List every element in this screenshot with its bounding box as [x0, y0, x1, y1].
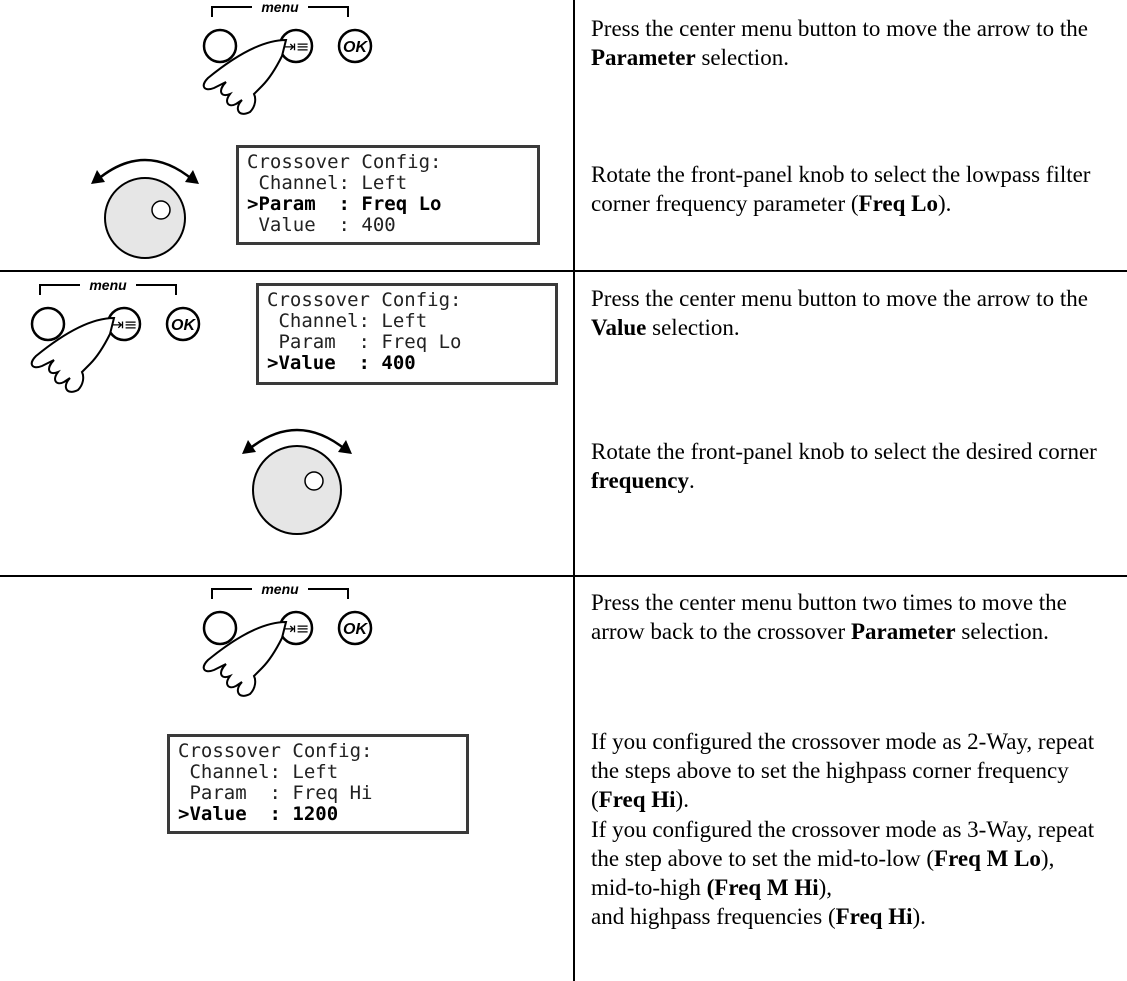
rotary-knob-figure: [242, 428, 352, 535]
column-divider: [573, 0, 575, 981]
instruction-paragraph: Rotate the front-panel knob to select th…: [591, 439, 1097, 493]
instruction-paragraph: If you configured the crossover mode as …: [591, 729, 1095, 812]
svg-text:⇥≡: ⇥≡: [283, 619, 310, 638]
ok-button-icon[interactable]: [165, 306, 201, 342]
menu-label: menu: [261, 582, 299, 597]
menu-buttons-figure: menu ⇥≡ OK: [30, 278, 201, 393]
ok-button-icon[interactable]: [337, 28, 373, 64]
pressing-hand-icon: [202, 38, 288, 115]
lcd-line: Channel: Left: [267, 310, 428, 332]
row-divider-1: [0, 270, 1127, 272]
rotary-knob-figure: [91, 158, 199, 259]
display-button-icon[interactable]: [30, 306, 66, 342]
svg-text:⇥≡: ⇥≡: [111, 315, 138, 334]
lcd-title: Crossover Config:: [247, 151, 442, 173]
menu-buttons-figure: menu ⇥≡ OK: [202, 582, 373, 697]
instruction-paragraph: Rotate the front-panel knob to select th…: [591, 162, 1091, 216]
lcd-line: Param : Freq Lo: [267, 331, 462, 353]
instruction-paragraph: Press the center menu button to move the…: [591, 16, 1088, 70]
ok-label: OK: [343, 621, 368, 638]
instruction-paragraph: If you configured the crossover mode as …: [591, 817, 1095, 929]
knob-icon[interactable]: [252, 445, 342, 535]
lcd-line: Channel: Left: [178, 761, 339, 783]
pressing-hand-icon: [30, 316, 116, 393]
lcd-line-selected: >Param : Freq Lo: [247, 193, 442, 215]
ok-label: OK: [343, 39, 368, 56]
lcd-line: Param : Freq Hi: [178, 782, 373, 804]
lcd-line-selected: >Value : 1200: [178, 803, 339, 825]
lcd-line-selected: >Value : 400: [267, 352, 416, 374]
svg-text:⇥≡: ⇥≡: [283, 37, 310, 56]
knob-icon[interactable]: [104, 177, 186, 259]
display-button-icon[interactable]: [202, 28, 238, 64]
lcd-title: Crossover Config:: [267, 289, 462, 311]
lcd-display: Crossover Config: Channel: Left Param : …: [256, 283, 558, 385]
menu-label: menu: [89, 278, 127, 293]
menu-label: menu: [261, 0, 299, 15]
menu-buttons-figure: menu ⇥≡ OK: [202, 0, 373, 115]
display-button-icon[interactable]: [202, 610, 238, 646]
instruction-paragraph: Press the center menu button two times t…: [591, 590, 1067, 644]
lcd-line: Value : 400: [247, 214, 396, 236]
lcd-display: Crossover Config: Channel: Left >Param :…: [236, 145, 540, 245]
lcd-display: Crossover Config: Channel: Left Param : …: [167, 734, 469, 834]
row-divider-2: [0, 575, 1127, 577]
lcd-line: Channel: Left: [247, 172, 408, 194]
ok-button-icon[interactable]: [337, 610, 373, 646]
instruction-paragraph: Press the center menu button to move the…: [591, 286, 1088, 340]
pressing-hand-icon: [202, 620, 288, 697]
ok-label: OK: [171, 317, 196, 334]
lcd-title: Crossover Config:: [178, 740, 373, 762]
